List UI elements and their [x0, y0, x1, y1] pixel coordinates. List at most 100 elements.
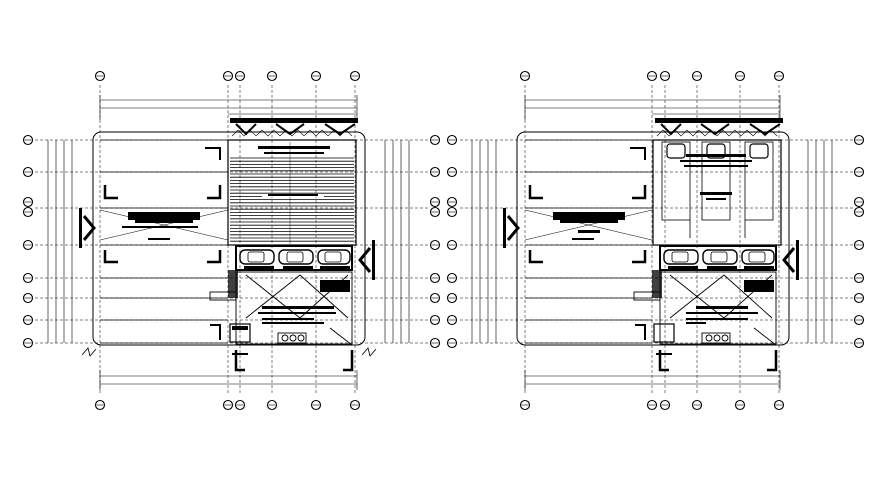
- grid-bubble: [266, 399, 278, 411]
- grid-bubble: [234, 70, 246, 82]
- bottom-dimension-lines: [524, 370, 781, 390]
- entrance-chevrons: [230, 118, 358, 137]
- grid-bubble: [773, 70, 785, 82]
- grid-bubble: [94, 70, 106, 82]
- grid-bubble: [519, 399, 531, 411]
- grid-bubble: [94, 399, 106, 411]
- grid-bubble: [446, 196, 458, 208]
- grid-bubble: [429, 314, 441, 326]
- grid-bubble: [853, 292, 865, 304]
- service-area: [633, 270, 778, 372]
- section-arrow-right: [782, 240, 799, 280]
- grid-bubble: [646, 399, 658, 411]
- grid-bubble: [429, 134, 441, 146]
- grid-bubble: [446, 206, 458, 218]
- grid-bubble: [429, 292, 441, 304]
- grid-bubbles-right: [446, 70, 865, 411]
- grid-bubble: [22, 292, 34, 304]
- grid-bubble: [446, 292, 458, 304]
- grid-bubble: [659, 70, 671, 82]
- bottom-dimension-lines: [99, 370, 358, 390]
- grid-bubble: [853, 166, 865, 178]
- grid-bubble: [446, 337, 458, 349]
- service-area: [209, 270, 354, 372]
- building-outline: [516, 131, 790, 346]
- grid-bubble: [773, 399, 785, 411]
- car-parking-band: [659, 245, 777, 271]
- car-3: [741, 249, 775, 269]
- grid-bubble: [429, 239, 441, 251]
- left-dimension-ladder: [471, 140, 497, 343]
- grid-bubble: [853, 206, 865, 218]
- top-dimension-lines: [99, 95, 358, 120]
- right-dimension-ladder: [807, 140, 833, 343]
- grid-bubble: [234, 399, 246, 411]
- grid-bubble: [446, 239, 458, 251]
- grid-bubble: [22, 337, 34, 349]
- plan-right: [446, 70, 865, 411]
- grid-bubble: [853, 337, 865, 349]
- grid-bubble: [429, 196, 441, 208]
- grid-bubble: [22, 239, 34, 251]
- grid-bubble: [519, 70, 531, 82]
- grid-bubble: [734, 70, 746, 82]
- grid-bubble: [853, 314, 865, 326]
- grid-bubble: [22, 134, 34, 146]
- grid-bubble: [691, 70, 703, 82]
- grid-bubble: [853, 239, 865, 251]
- car-parking-band: [235, 245, 353, 271]
- grid-bubble: [222, 399, 234, 411]
- grid-bubbles-left: [22, 70, 441, 411]
- section-arrow-left: [79, 208, 96, 248]
- grid-bubble: [429, 337, 441, 349]
- car-2: [702, 249, 738, 269]
- grid-bubble: [22, 166, 34, 178]
- horizontal-grid-lines: [460, 139, 855, 344]
- grid-bubble: [429, 166, 441, 178]
- grid-bubble: [853, 196, 865, 208]
- central-label-block: [553, 212, 625, 240]
- grid-bubble: [853, 134, 865, 146]
- break-marks: [81, 347, 377, 357]
- grid-bubble: [349, 399, 361, 411]
- car-1: [663, 249, 699, 269]
- left-dimension-ladder: [47, 140, 73, 343]
- grid-bubble: [22, 206, 34, 218]
- parking-slab-hatch: [227, 139, 357, 246]
- car-1: [239, 249, 275, 269]
- grid-bubble: [646, 70, 658, 82]
- building-outline: [92, 131, 366, 346]
- plan-left: [22, 70, 441, 411]
- section-arrow-left: [503, 208, 520, 248]
- car-2: [278, 249, 314, 269]
- grid-bubble: [734, 399, 746, 411]
- grid-bubble: [446, 272, 458, 284]
- upper-parking-labels: [680, 154, 752, 200]
- grid-bubble: [429, 206, 441, 218]
- grid-bubble: [310, 399, 322, 411]
- left-wing: [524, 139, 653, 344]
- grid-bubble: [310, 70, 322, 82]
- grid-bubble: [429, 272, 441, 284]
- car-3: [317, 249, 351, 269]
- grid-bubble: [22, 272, 34, 284]
- central-label-block: [122, 212, 200, 240]
- grid-bubble: [446, 314, 458, 326]
- grid-bubble: [691, 399, 703, 411]
- grid-bubble: [22, 196, 34, 208]
- grid-bubble: [266, 70, 278, 82]
- grid-bubble: [446, 166, 458, 178]
- grid-bubble: [853, 272, 865, 284]
- top-dimension-lines: [524, 95, 781, 120]
- left-wing: [99, 139, 229, 344]
- grid-bubble: [659, 399, 671, 411]
- entrance-chevrons: [655, 118, 783, 137]
- grid-bubble: [446, 134, 458, 146]
- right-dimension-ladder: [384, 140, 410, 343]
- section-arrow-right: [358, 240, 375, 280]
- grid-bubble: [222, 70, 234, 82]
- grid-bubble: [349, 70, 361, 82]
- grid-bubble: [22, 314, 34, 326]
